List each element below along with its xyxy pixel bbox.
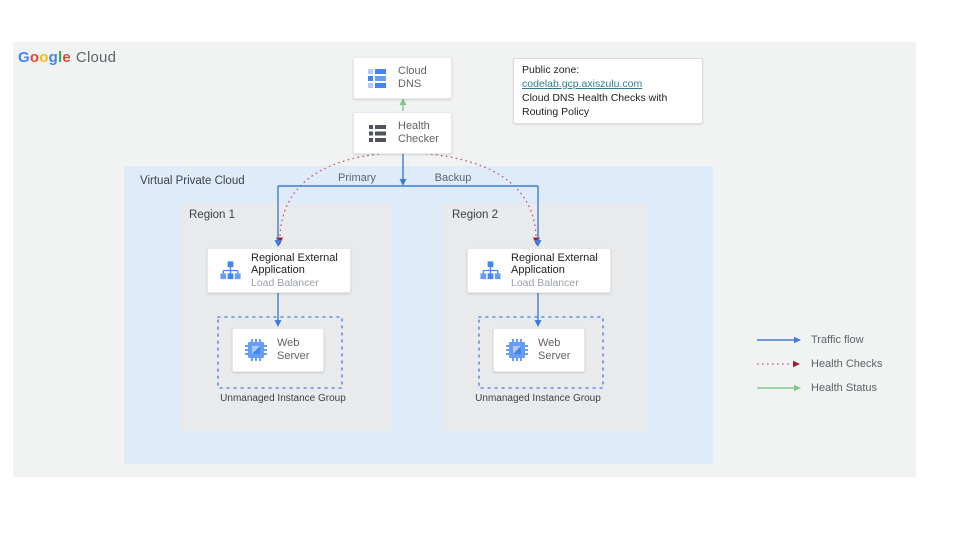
legend-health-checks: Health Checks	[755, 354, 883, 374]
health-checker-node: Health Checker	[353, 112, 452, 154]
health-checker-label-line1: Health	[398, 120, 430, 132]
public-zone-note: Public zone: codelab.gcp.axiszulu.com Cl…	[513, 58, 703, 124]
region-2-label: Region 2	[452, 209, 499, 221]
legend-traffic-flow-label: Traffic flow	[811, 334, 864, 346]
lb1-title-line2: Application	[251, 264, 305, 277]
web1-label-line2: Server	[277, 350, 310, 362]
web-server-2-label: Web Server	[538, 337, 570, 363]
lb2-subtitle: Load Balancer	[511, 276, 579, 289]
legend-traffic-flow: Traffic flow	[755, 330, 883, 350]
public-zone-prefix: Public zone:	[522, 64, 580, 76]
health-status-line	[399, 98, 407, 111]
lb2-title-line2: Application	[511, 264, 565, 277]
health-checker-label-line2: Checker	[398, 133, 439, 145]
web2-label-line1: Web	[538, 337, 561, 349]
web-server-1-label: Web Server	[277, 337, 309, 363]
lb1-title-line1: Regional External	[251, 251, 338, 264]
note-subtitle: Cloud DNS Health Checks with Routing Pol…	[522, 92, 668, 118]
load-balancer-icon	[220, 261, 241, 280]
load-balancer-2-label: Regional External Application Load Balan…	[511, 252, 598, 290]
public-zone-link[interactable]: codelab.gcp.axiszulu.com	[522, 78, 643, 90]
lb2-title-line1: Regional External	[511, 251, 598, 264]
google-logo-letters: Google	[18, 49, 71, 66]
health-status-arrow-icon	[757, 384, 801, 392]
compute-engine-icon	[245, 339, 267, 361]
web-server-1-node: Web Server	[232, 328, 324, 372]
legend-health-status-label: Health Status	[811, 382, 878, 394]
health-checker-icon	[369, 125, 386, 142]
health-checks-arrow-icon	[757, 360, 800, 368]
compute-engine-icon	[506, 339, 528, 361]
legend-health-checks-label: Health Checks	[811, 358, 883, 370]
public-zone-line: Public zone: codelab.gcp.axiszulu.com	[522, 63, 694, 91]
traffic-flow-arrow-icon	[757, 336, 801, 344]
web1-label-line1: Web	[277, 337, 300, 349]
vpc-label: Virtual Private Cloud	[140, 175, 245, 187]
load-balancer-2-node: Regional External Application Load Balan…	[467, 248, 611, 293]
lb1-subtitle: Load Balancer	[251, 276, 319, 289]
google-logo-cloud-word: Cloud	[75, 49, 117, 66]
legend: Traffic flow Health Checks Health Status	[755, 330, 883, 402]
load-balancer-1-node: Regional External Application Load Balan…	[207, 248, 351, 293]
primary-flow-label: Primary	[338, 172, 376, 184]
backup-flow-label: Backup	[434, 172, 472, 184]
region-2-container	[443, 204, 647, 431]
region-1-container	[180, 204, 392, 431]
load-balancer-icon	[480, 261, 501, 280]
legend-health-status: Health Status	[755, 378, 883, 398]
cloud-dns-label: Cloud DNS	[398, 65, 427, 90]
instance-group-2-label: Unmanaged Instance Group	[475, 393, 601, 404]
web2-label-line2: Server	[538, 350, 571, 362]
health-checks-arcs	[276, 151, 540, 246]
region-1-label: Region 1	[189, 209, 236, 221]
cloud-dns-icon	[368, 69, 386, 88]
cloud-dns-node: Cloud DNS	[353, 57, 452, 99]
web-server-2-node: Web Server	[493, 328, 585, 372]
instance-group-1-label: Unmanaged Instance Group	[220, 393, 346, 404]
load-balancer-1-label: Regional External Application Load Balan…	[251, 252, 338, 290]
traffic-flow-lines	[274, 152, 542, 327]
health-checker-label: Health Checker	[398, 120, 439, 146]
